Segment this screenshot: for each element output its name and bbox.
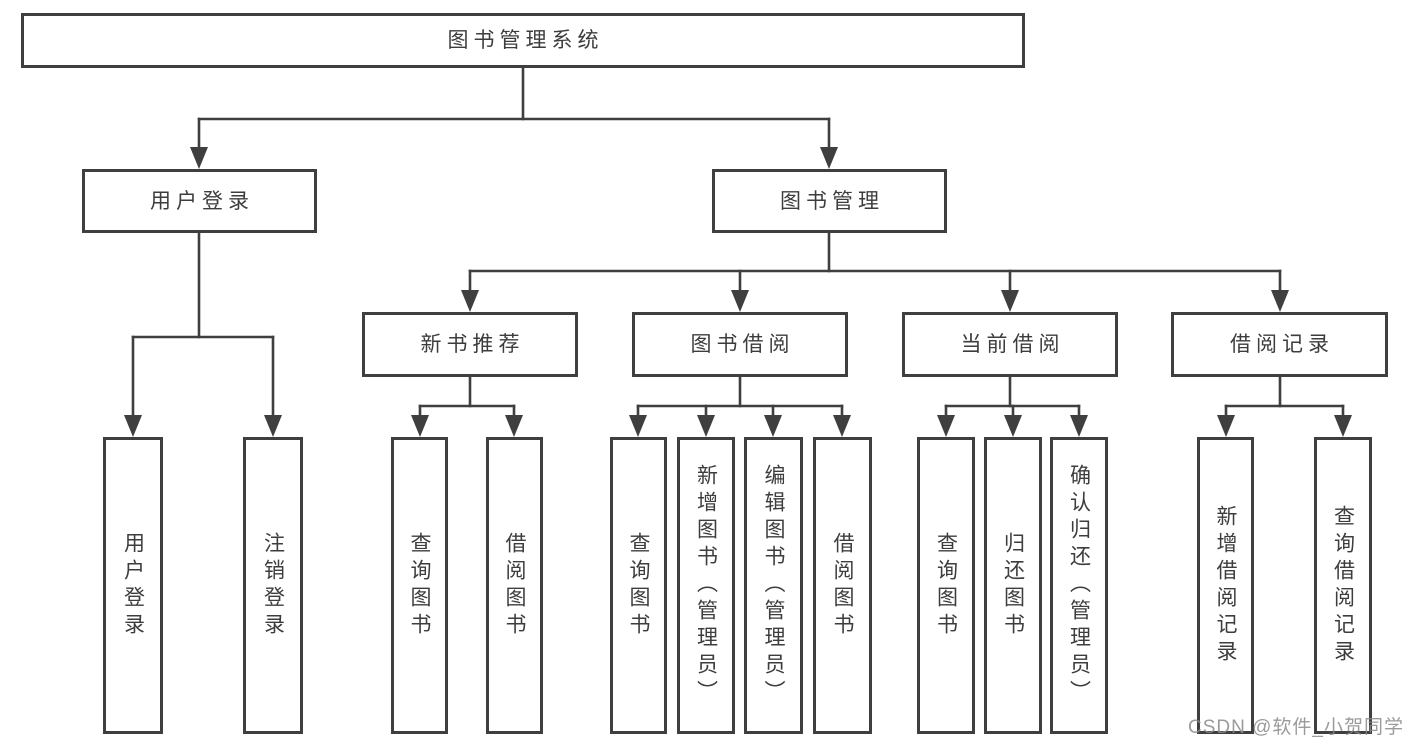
leaf-query-books-current: 查询图书 — [917, 437, 975, 734]
leaf-add-books-admin: 新增图书（管理员） — [677, 437, 735, 734]
leaf-return-books: 归还图书 — [984, 437, 1042, 734]
leaf-user-login: 用户登录 — [103, 437, 163, 734]
node-current-borrowing: 当前借阅 — [902, 312, 1118, 377]
node-label: 当前借阅 — [960, 333, 1065, 356]
node-label: 图书借阅 — [690, 333, 795, 356]
arrowheads — [124, 147, 1352, 437]
leaf-edit-books-admin: 编辑图书（管理员） — [744, 437, 803, 734]
node-label: 借阅记录 — [1230, 333, 1334, 356]
node-book-management: 图书管理 — [712, 169, 947, 233]
leaf-borrow-books-newrec: 借阅图书 — [486, 437, 543, 734]
leaf-query-books-newrec: 查询图书 — [391, 437, 448, 734]
node-label: 确认归还（管理员） — [1067, 464, 1091, 707]
leaf-query-books-borrowing: 查询图书 — [610, 437, 667, 734]
node-label: 新增图书（管理员） — [694, 464, 718, 707]
leaf-confirm-return-admin: 确认归还（管理员） — [1050, 437, 1108, 734]
node-book-borrowing: 图书借阅 — [632, 312, 848, 377]
node-label: 注销登录 — [261, 531, 285, 640]
node-label: 查询图书 — [408, 531, 431, 640]
node-user-login: 用户登录 — [82, 169, 317, 233]
node-label: 借阅图书 — [503, 531, 526, 640]
node-label: 图书管理系统 — [447, 29, 604, 52]
node-label: 新增借阅记录 — [1214, 504, 1237, 667]
node-label: 用户登录 — [121, 531, 145, 640]
leaf-borrow-books-borrowing: 借阅图书 — [813, 437, 872, 734]
node-label: 图书管理 — [780, 189, 884, 213]
node-label: 借阅图书 — [831, 531, 854, 640]
leaf-logout-login: 注销登录 — [243, 437, 303, 734]
node-label: 查询借阅记录 — [1331, 504, 1355, 667]
node-new-book-recommendation: 新书推荐 — [362, 312, 578, 377]
node-label: 用户登录 — [150, 189, 254, 213]
node-label: 查询图书 — [627, 531, 650, 640]
leaf-add-borrow-record: 新增借阅记录 — [1197, 437, 1254, 734]
node-label: 归还图书 — [1001, 531, 1025, 640]
node-library-management-system: 图书管理系统 — [21, 13, 1025, 68]
node-label: 编辑图书（管理员） — [762, 464, 785, 707]
node-label: 新书推荐 — [420, 333, 525, 356]
node-borrowing-records: 借阅记录 — [1171, 312, 1388, 377]
leaf-query-borrow-record: 查询借阅记录 — [1314, 437, 1372, 734]
node-label: 查询图书 — [934, 531, 958, 640]
csdn-watermark: CSDN @软件_小贺同学 — [1188, 717, 1404, 738]
